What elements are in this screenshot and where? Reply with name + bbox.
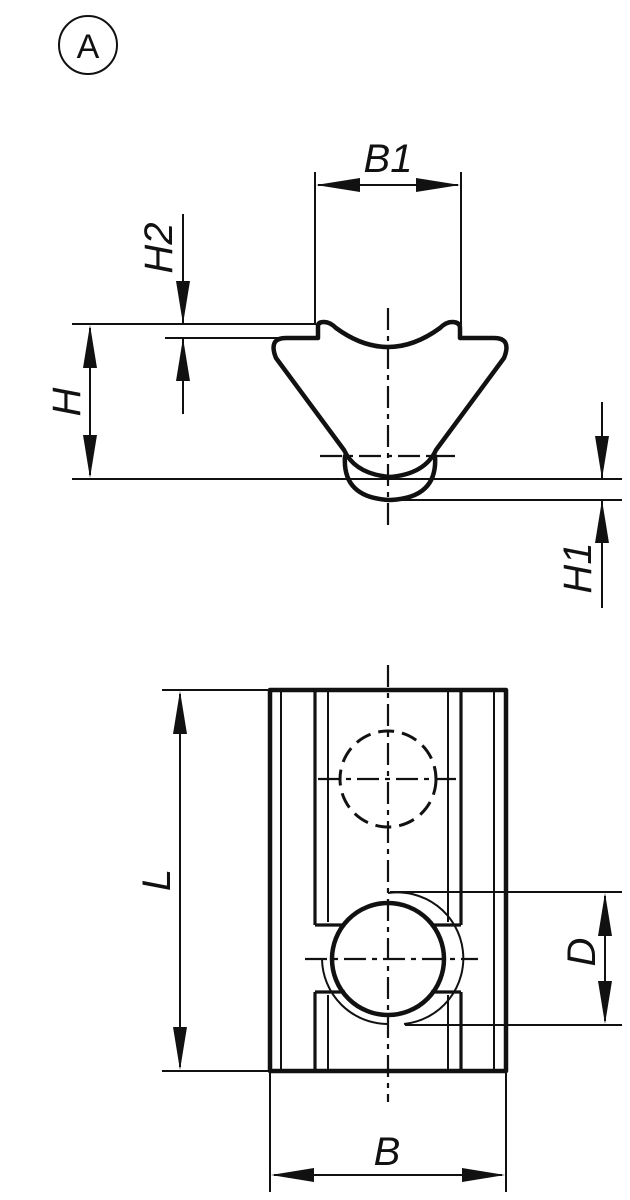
b1-arrow-right bbox=[416, 178, 460, 192]
h2-arrow-top bbox=[176, 281, 190, 324]
view-marker-circle bbox=[58, 15, 118, 75]
h-arrow-top bbox=[83, 325, 97, 368]
view-marker-label: A bbox=[77, 28, 100, 66]
nut-profile-outline bbox=[271, 319, 509, 480]
thread-outer-arc-lower bbox=[321, 958, 389, 1025]
thread-outer-arc bbox=[387, 891, 465, 1025]
b-arrow-right bbox=[462, 1168, 505, 1182]
top-view: L D B bbox=[135, 665, 622, 1192]
d-label: D bbox=[560, 938, 604, 967]
b-arrow-left bbox=[271, 1168, 314, 1182]
l-arrow-top bbox=[173, 691, 187, 734]
h2-arrow-bottom bbox=[176, 338, 190, 381]
b1-label: B1 bbox=[364, 137, 413, 181]
h-label: H bbox=[45, 387, 89, 416]
h1-arrow-top bbox=[595, 436, 609, 479]
d-arrow-top bbox=[598, 893, 612, 936]
view-marker: A bbox=[58, 15, 118, 75]
profile-view: B1 H H2 H1 bbox=[45, 137, 622, 608]
nut-bottom-nub bbox=[342, 453, 438, 503]
h1-arrow-bottom bbox=[595, 500, 609, 543]
b1-arrow-left bbox=[316, 178, 360, 192]
l-label: L bbox=[135, 869, 179, 891]
d-arrow-bottom bbox=[598, 981, 612, 1024]
h2-label: H2 bbox=[137, 222, 181, 273]
b-label: B bbox=[374, 1130, 401, 1174]
h-arrow-bottom bbox=[83, 435, 97, 478]
l-arrow-bottom bbox=[173, 1027, 187, 1070]
h1-label: H1 bbox=[556, 542, 600, 593]
